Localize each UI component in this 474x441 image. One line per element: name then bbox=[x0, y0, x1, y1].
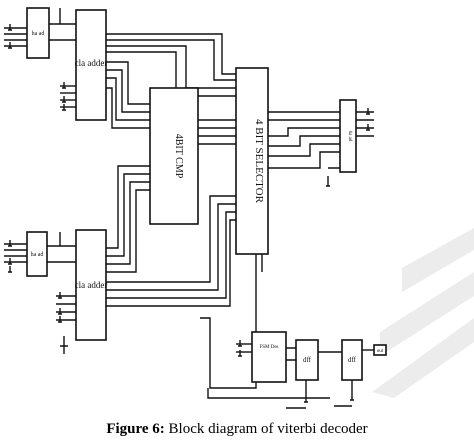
output-tag bbox=[373, 344, 387, 356]
figure-caption-text: Block diagram of viterbi decoder bbox=[164, 421, 368, 437]
figure-caption: Figure 6: Block diagram of viterbi decod… bbox=[0, 421, 474, 438]
cla-top-left-inputs bbox=[60, 82, 76, 111]
comparator-4bit-label: 4BIT CMP bbox=[173, 134, 184, 179]
cla-bottom-outputs bbox=[106, 165, 236, 307]
selector-4bit bbox=[235, 67, 269, 255]
ha-bottom-inputs bbox=[4, 240, 27, 273]
selector-4bit-label: 4 BIT SELECTOR bbox=[253, 119, 265, 204]
fsm-inputs bbox=[236, 340, 252, 357]
output-tag-label: out bbox=[377, 349, 384, 354]
watermark bbox=[372, 228, 474, 398]
cla-adder-top-label: cla adder bbox=[75, 58, 108, 68]
fsm-label: FSM Des bbox=[259, 345, 278, 350]
dff-1-label: dff bbox=[303, 356, 312, 364]
mux-right-label: ha ad bbox=[347, 131, 352, 142]
cla-adder-bottom-label: cla adder bbox=[75, 280, 108, 290]
half-adder-top-label: ha ad bbox=[32, 31, 45, 37]
cla-top-outputs bbox=[106, 33, 236, 145]
selector-to-fsm-line bbox=[200, 254, 257, 389]
ha-top-inputs bbox=[4, 24, 27, 49]
mux-right-outputs bbox=[356, 108, 374, 137]
dff-2-label: dff bbox=[348, 356, 357, 364]
fsm-block bbox=[251, 331, 287, 383]
cla-bottom-left-inputs bbox=[56, 292, 76, 354]
comparator-4bit bbox=[149, 87, 199, 225]
half-adder-bottom bbox=[26, 231, 48, 277]
half-adder-bottom-label: ha ad bbox=[31, 252, 44, 258]
half-adder-top bbox=[26, 7, 50, 59]
cla-adder-top bbox=[75, 9, 107, 121]
selector-outputs bbox=[268, 111, 340, 169]
figure-caption-label: Figure 6: bbox=[106, 421, 165, 437]
dff-1 bbox=[295, 339, 319, 381]
cla-adder-bottom bbox=[75, 229, 107, 341]
